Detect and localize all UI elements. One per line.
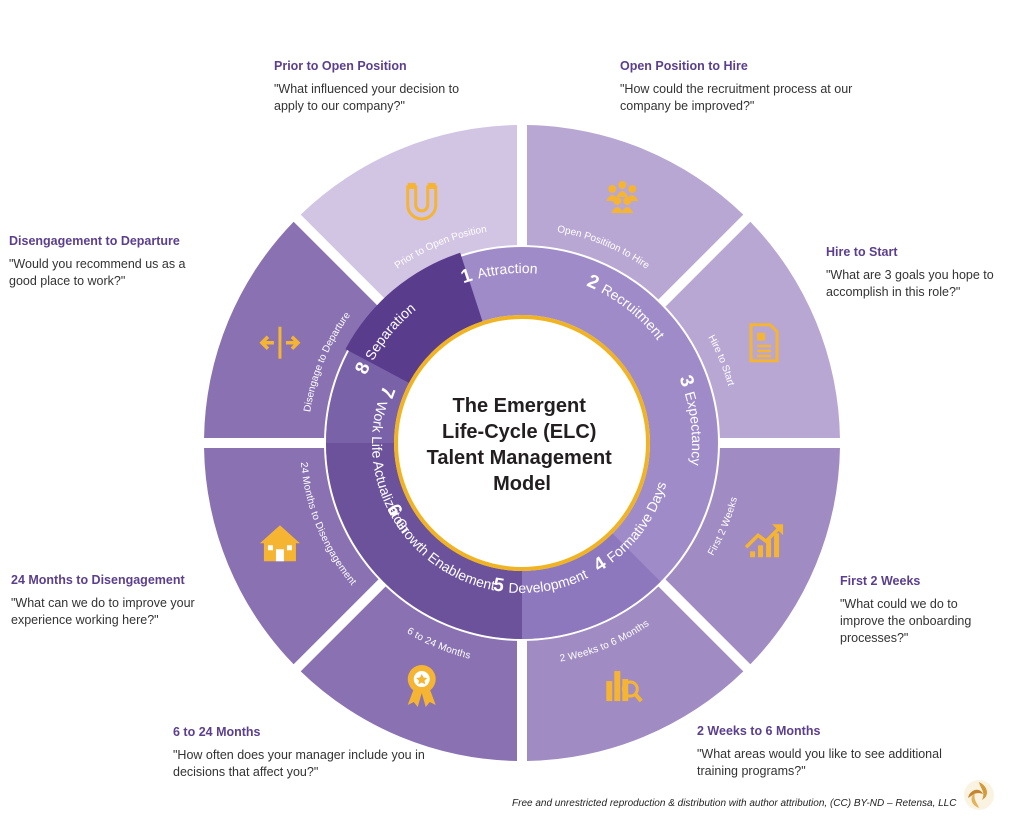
- callout-question: "What can we do to improve your experien…: [11, 596, 195, 627]
- inner-ring: [326, 247, 718, 639]
- retensa-logo: [964, 780, 994, 810]
- stage-number: 7: [373, 384, 398, 406]
- callout-heading: First 2 Weeks: [840, 574, 921, 588]
- callout-disengagement-to-departure: Disengagement to Departure "Would you re…: [9, 234, 299, 290]
- award-ribbon-icon: [407, 665, 436, 708]
- title-line: Talent Management: [427, 447, 613, 469]
- center-title: The Emergent Life-Cycle (ELC) Talent Man…: [394, 315, 650, 571]
- separation-tab: [345, 252, 483, 383]
- icons: [259, 180, 784, 708]
- title-line: The Emergent: [453, 395, 587, 417]
- callout-heading: 6 to 24 Months: [173, 725, 261, 739]
- house-icon: [259, 525, 300, 562]
- callout-question: "What influenced your decision to apply …: [274, 82, 460, 113]
- callout-heading: Prior to Open Position: [274, 59, 407, 73]
- diagram-title: The Emergent Life-Cycle (ELC) Talent Man…: [427, 395, 618, 495]
- stage-ring-shade: [522, 533, 661, 639]
- callout-question: "What areas would you like to see additi…: [697, 747, 942, 778]
- callout-open-position-to-hire: Open Position to Hire "How could the rec…: [620, 59, 910, 115]
- magnet-icon: [406, 182, 438, 221]
- stage-number: 5: [492, 574, 510, 597]
- stage-number: 1: [458, 263, 480, 288]
- callout-heading: 2 Weeks to 6 Months: [697, 724, 821, 738]
- callout-first-2-weeks: First 2 Weeks "What could we do to impro…: [840, 574, 1024, 647]
- callout-question: "How could the recruitment process at ou…: [620, 82, 853, 113]
- stage-ring-shade: [326, 443, 522, 639]
- callout-heading: Open Position to Hire: [620, 59, 748, 73]
- document-icon: [749, 323, 779, 363]
- split-arrows-icon: [259, 326, 301, 359]
- growth-chart-icon: [744, 524, 784, 558]
- callout-hire-to-start: Hire to Start "What are 3 goals you hope…: [826, 245, 1024, 301]
- analytics-icon: [606, 671, 643, 703]
- title-line: Model: [493, 473, 551, 495]
- callout-prior-to-open-position: Prior to Open Position "What influenced …: [274, 59, 564, 115]
- attribution-footer: Free and unrestricted reproduction & dis…: [512, 798, 957, 809]
- callout-heading: Hire to Start: [826, 245, 898, 259]
- group-icon: [606, 180, 639, 213]
- callout-heading: Disengagement to Departure: [9, 234, 180, 248]
- outer-segment: [665, 221, 840, 438]
- callout-question: "Would you recommend us as a good place …: [9, 257, 186, 288]
- outer-segment: [527, 125, 744, 300]
- callout-heading: 24 Months to Disengagement: [11, 573, 185, 587]
- outer-segment: [527, 586, 744, 761]
- callout-2-weeks-to-6-months: 2 Weeks to 6 Months "What areas would yo…: [697, 724, 987, 780]
- stage-number: 3: [675, 373, 700, 395]
- center-circle: [394, 315, 650, 571]
- callout-question: "What are 3 goals you hope to accomplish…: [826, 268, 994, 299]
- outer-segment: [204, 221, 379, 438]
- callout-6-to-24-months: 6 to 24 Months "How often does your mana…: [173, 725, 463, 781]
- title-line: Life-Cycle (ELC): [442, 421, 596, 443]
- callout-question: "What could we do to improve the onboard…: [840, 597, 972, 645]
- callout-24-months-to-disengagement: 24 Months to Disengagement "What can we …: [11, 573, 301, 629]
- callout-question: "How often does your manager include you…: [173, 748, 425, 779]
